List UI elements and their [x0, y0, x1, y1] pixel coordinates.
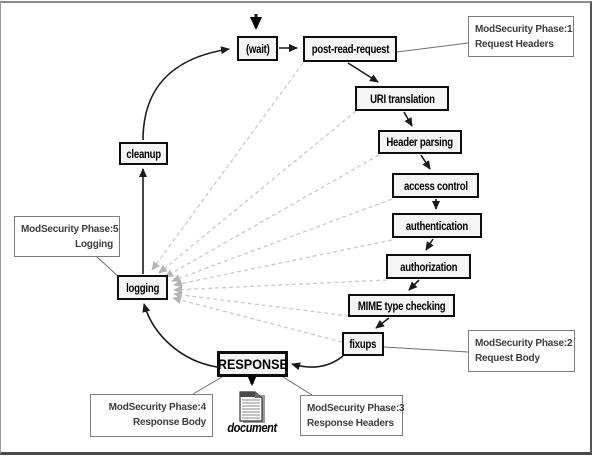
node-logging: logging — [117, 275, 168, 300]
callout-phase2: ModSecurity Phase:2 Request Body — [468, 330, 575, 372]
callout-phase1: ModSecurity Phase:1 Request Headers — [468, 16, 574, 57]
node-header-parsing: Header parsing — [378, 130, 462, 154]
node-mime-type-checking-label: MIME type checking — [357, 298, 446, 313]
node-authorization-label: authorization — [399, 259, 458, 274]
node-uri-translation: URI translation — [355, 86, 449, 111]
node-wait: (wait) — [237, 36, 278, 61]
callout-phase4-line2: Response Body — [133, 417, 206, 428]
node-wait-label: (wait) — [245, 41, 270, 56]
document-icon — [239, 391, 265, 423]
node-uri-translation-label: URI translation — [369, 91, 435, 106]
node-cleanup-label: cleanup — [126, 146, 161, 161]
callout-phase3-line1: ModSecurity Phase:3 — [307, 403, 405, 414]
document-label: document — [227, 420, 278, 435]
callout-phase3: ModSecurity Phase:3 Response Headers — [300, 395, 405, 436]
callout-phase5-line1: ModSecurity Phase:5 — [21, 224, 119, 235]
node-logging-label: logging — [126, 280, 159, 295]
solid-arrows — [139, 14, 440, 386]
callout-phase1-line2: Request Headers — [475, 39, 554, 50]
callout-phase1-line1: ModSecurity Phase:1 — [475, 24, 573, 35]
node-post-read-request: post-read-request — [303, 36, 397, 62]
callout-phase4-line1: ModSecurity Phase:4 — [108, 402, 207, 413]
node-access-control: access control — [392, 173, 479, 198]
callout-phase3-line2: Response Headers — [307, 418, 394, 429]
node-fixups-label: fixups — [349, 337, 377, 351]
callout-phase2-line1: ModSecurity Phase:2 — [475, 338, 573, 349]
node-response: RESPONSE — [217, 351, 288, 377]
node-cleanup: cleanup — [119, 142, 168, 165]
node-authentication: authentication — [392, 213, 482, 238]
callout-connectors — [95, 42, 469, 396]
callout-phase4: ModSecurity Phase:4 Response Body — [90, 394, 213, 437]
outer-frame — [0, 1, 592, 455]
callout-phase5: ModSecurity Phase:5 Logging — [14, 216, 120, 257]
node-response-label: RESPONSE — [217, 356, 288, 372]
node-mime-type-checking: MIME type checking — [348, 294, 455, 317]
callout-phase2-line2: Request Body — [475, 353, 540, 364]
node-authorization: authorization — [386, 254, 471, 279]
node-authentication-label: authentication — [405, 218, 469, 233]
node-post-read-request-label: post-read-request — [311, 42, 389, 56]
callout-phase5-line2: Logging — [74, 239, 113, 250]
node-header-parsing-label: Header parsing — [386, 135, 454, 149]
node-access-control-label: access control — [403, 178, 468, 193]
node-fixups: fixups — [342, 332, 384, 356]
dashed-logging-arrows — [151, 62, 393, 343]
